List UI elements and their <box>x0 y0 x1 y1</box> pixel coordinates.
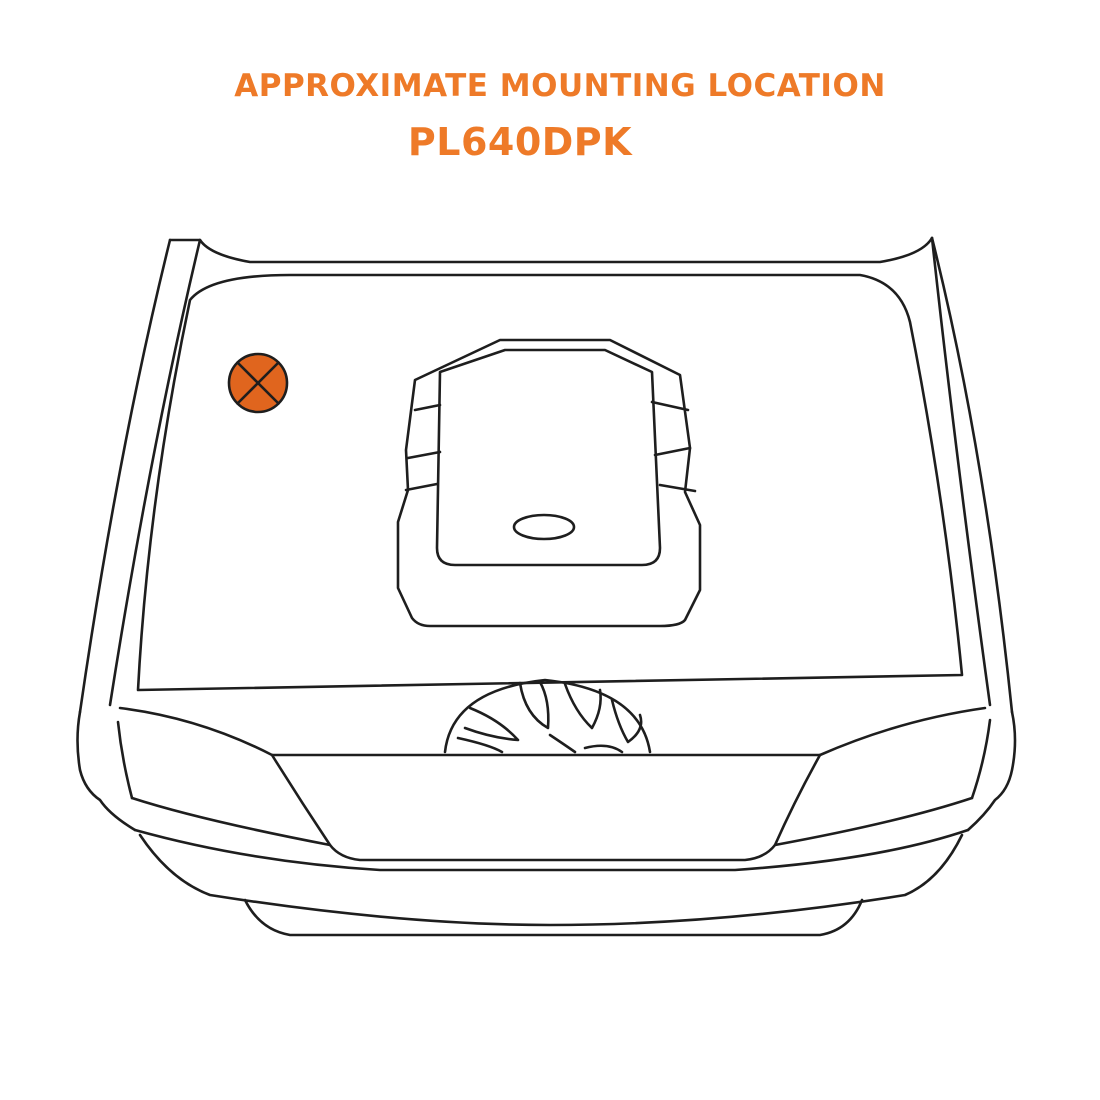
engine-bay-outline <box>78 236 1014 714</box>
engine-cover <box>396 338 702 628</box>
page-title: APPROXIMATE MOUNTING LOCATION <box>234 68 886 104</box>
radiator-fan-icon <box>443 678 652 754</box>
part-number: PL640DPK <box>407 120 633 164</box>
mounting-location-marker <box>227 352 289 414</box>
front-bumper <box>76 706 1017 937</box>
oil-cap <box>512 513 576 541</box>
